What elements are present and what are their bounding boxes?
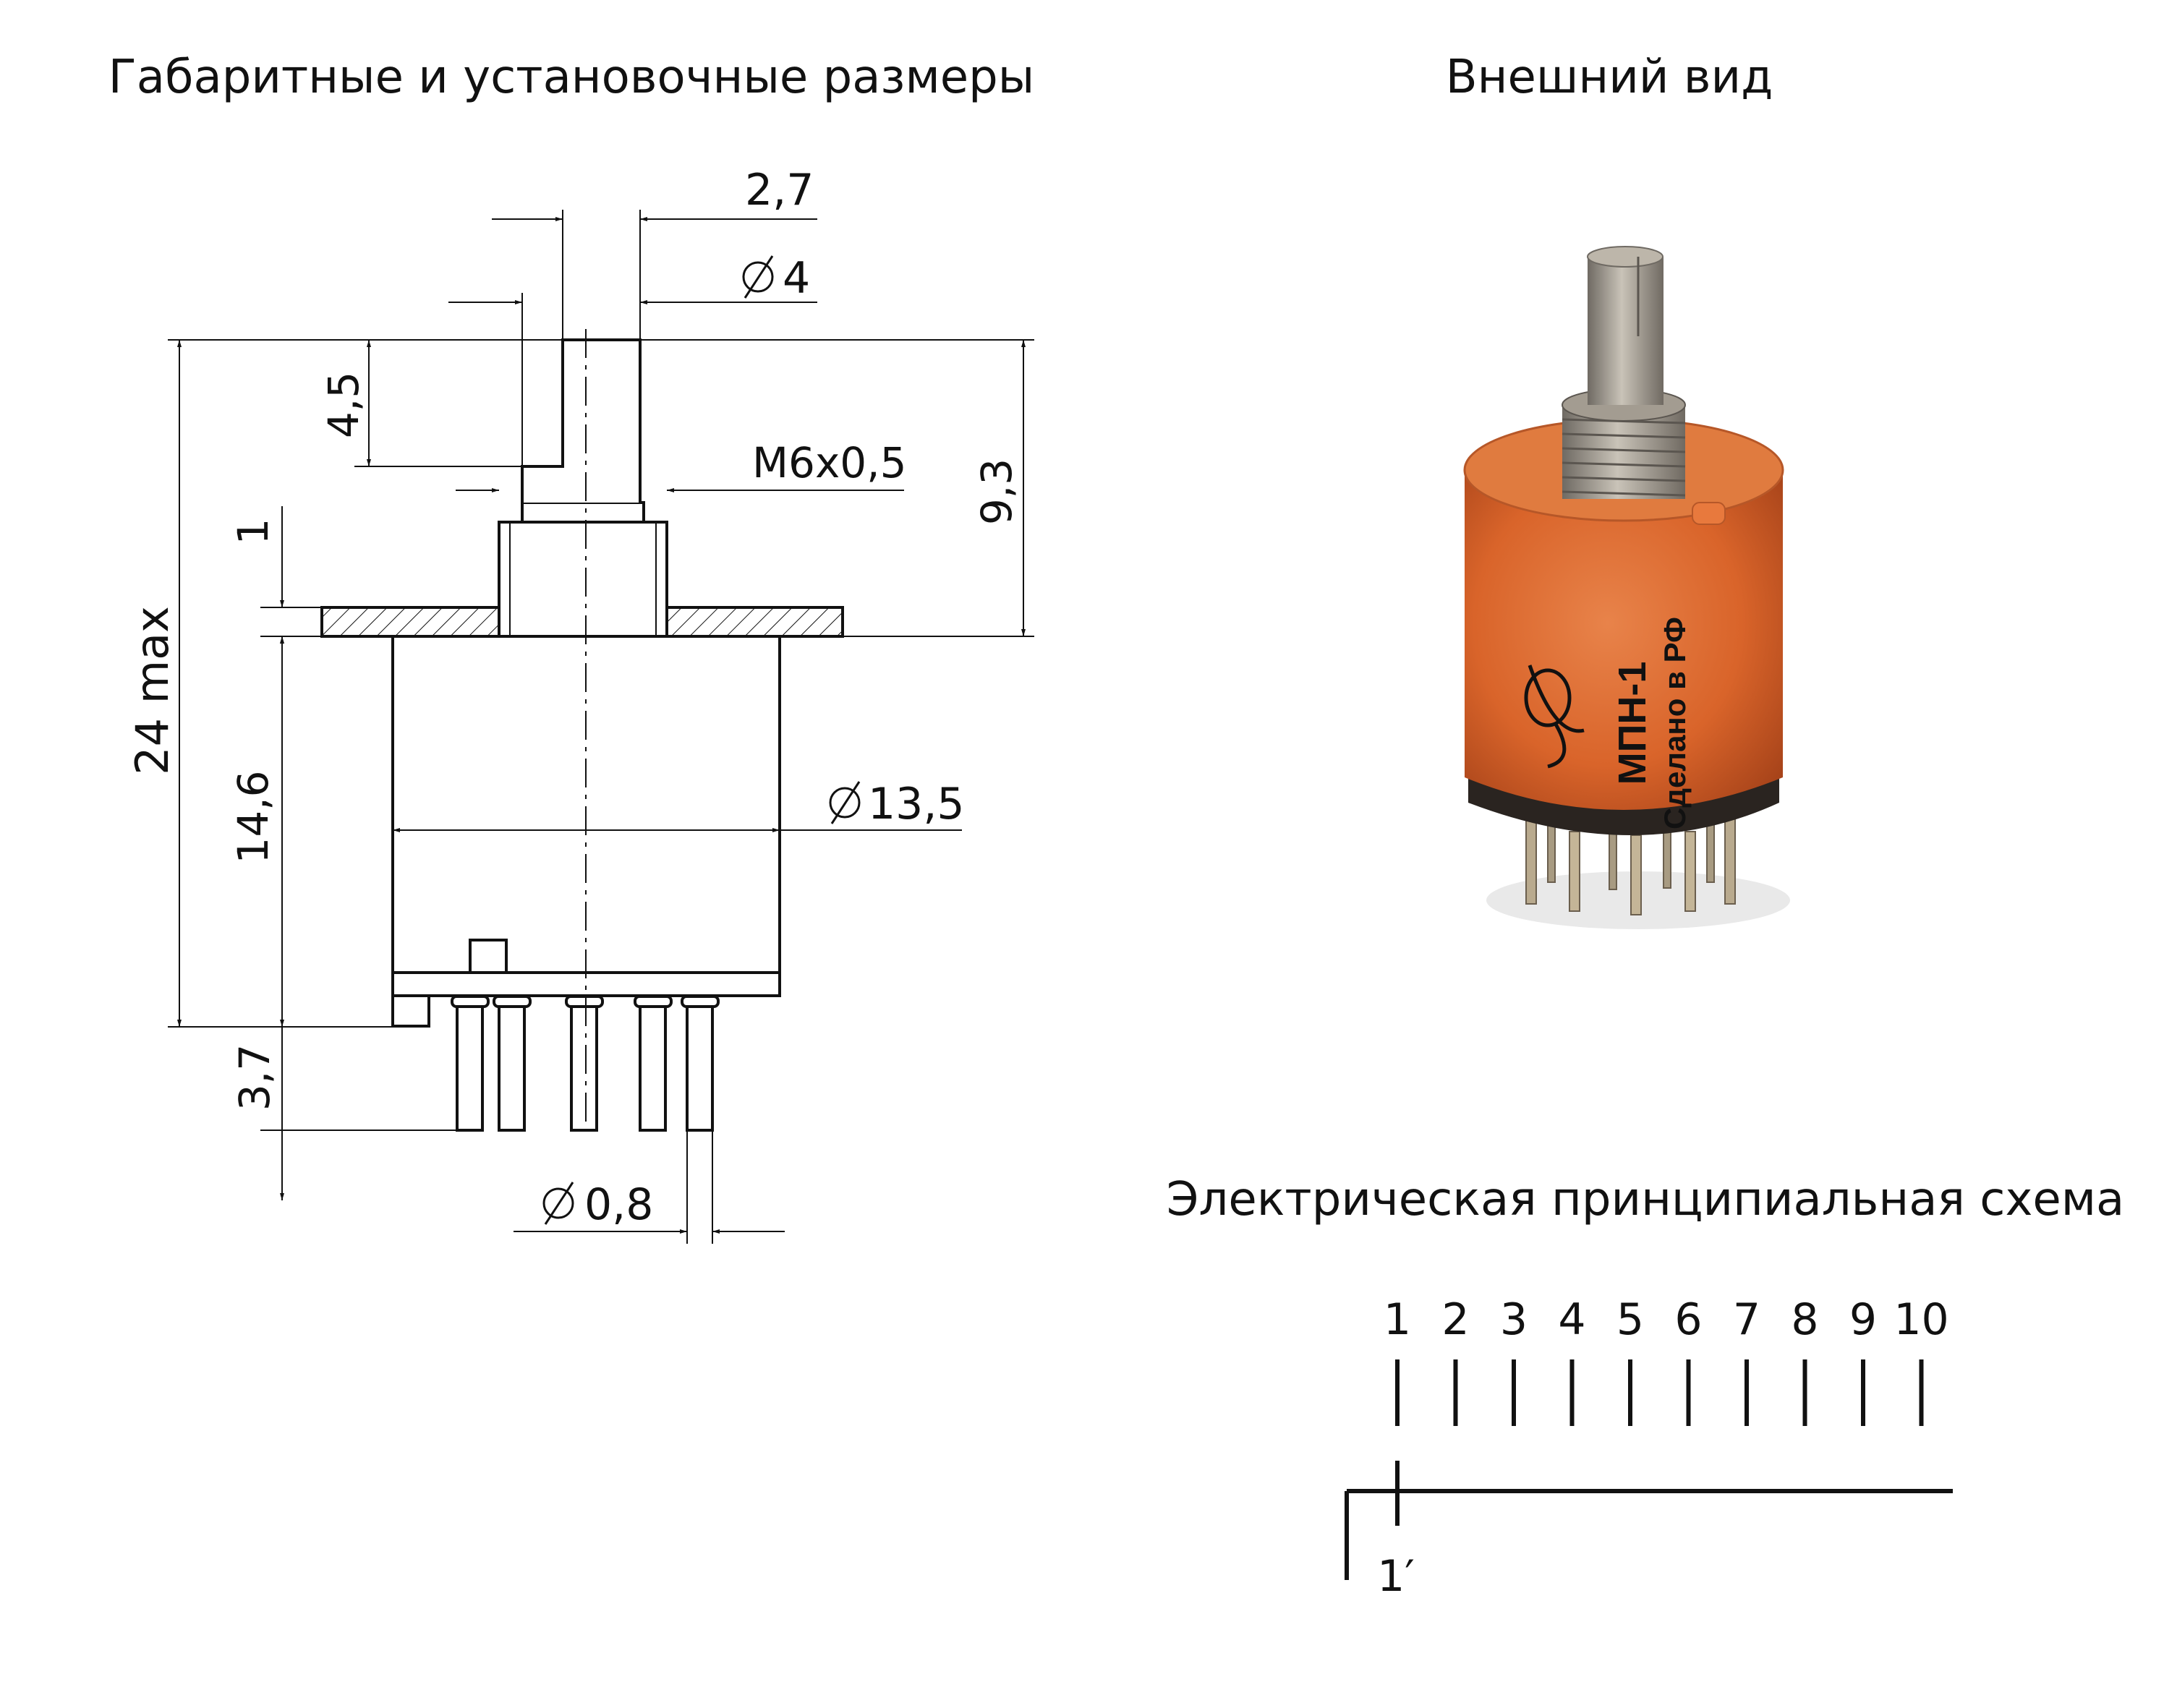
- contact-label-7: 7: [1733, 1294, 1760, 1345]
- threaded-neck: [521, 501, 645, 524]
- contact-lines: [1395, 1359, 1924, 1426]
- dimension-labels: 2,7 4 4,5 М6х0,5 9,3 1 24 max 14,6 13,5 …: [126, 165, 1021, 1230]
- product-illustration: МПН-1 Сделано в РФ: [1463, 246, 1790, 929]
- dim-dia-4: 4: [742, 253, 810, 304]
- dim-thread: М6х0,5: [752, 438, 907, 487]
- contact-label-1: 1: [1384, 1294, 1411, 1345]
- svg-text:0,8: 0,8: [584, 1179, 653, 1230]
- contact-label-3: 3: [1500, 1294, 1528, 1345]
- photo-shaft: [1588, 257, 1664, 405]
- dimension-lines: [177, 217, 1026, 1234]
- contact-label-9: 9: [1849, 1294, 1877, 1345]
- locating-key: [469, 939, 508, 974]
- diameter-icon: [542, 1187, 574, 1219]
- terminal-pins: [451, 995, 720, 1132]
- svg-text:13,5: 13,5: [868, 779, 965, 829]
- contact-label-8: 8: [1791, 1294, 1818, 1345]
- dim-dia-0-8: 0,8: [542, 1179, 653, 1230]
- svg-text:4: 4: [783, 253, 810, 304]
- dimensions-title: Габаритные и установочные размеры: [108, 51, 1035, 104]
- extension-lines: [168, 210, 1034, 1244]
- contact-label-5: 5: [1616, 1294, 1644, 1345]
- contact-label-2: 2: [1441, 1294, 1469, 1345]
- dim-14-6: 14,6: [229, 770, 278, 863]
- diameter-icon: [829, 787, 861, 819]
- contact-label-10: 10: [1894, 1294, 1948, 1345]
- dim-24-max: 24 max: [126, 606, 179, 775]
- diameter-icon: [742, 261, 774, 293]
- dim-3-7: 3,7: [230, 1044, 279, 1111]
- model-label: МПН-1: [1611, 662, 1654, 785]
- photo-pins: [1525, 816, 1736, 915]
- dim-1: 1: [229, 518, 278, 545]
- schematic-title: Электрическая принципиальная схема: [1167, 1173, 2124, 1226]
- manufacturer-logo: [1524, 665, 1585, 769]
- common-contact-label: 1′: [1377, 1551, 1415, 1602]
- contact-label-4: 4: [1558, 1294, 1585, 1345]
- dim-4-5: 4,5: [319, 372, 368, 438]
- contact-label-6: 6: [1674, 1294, 1702, 1345]
- dim-dia-13-5: 13,5: [829, 779, 965, 829]
- made-in-label: Сделано в РФ: [1658, 617, 1692, 829]
- technical-drawing: [168, 210, 1034, 1244]
- dim-9-3: 9,3: [972, 458, 1021, 525]
- common-rotor-line: [1345, 1461, 1953, 1580]
- shaft: [521, 338, 642, 503]
- bushing: [498, 521, 668, 638]
- appearance-title: Внешний вид: [1446, 51, 1773, 104]
- dim-2-7: 2,7: [745, 165, 814, 215]
